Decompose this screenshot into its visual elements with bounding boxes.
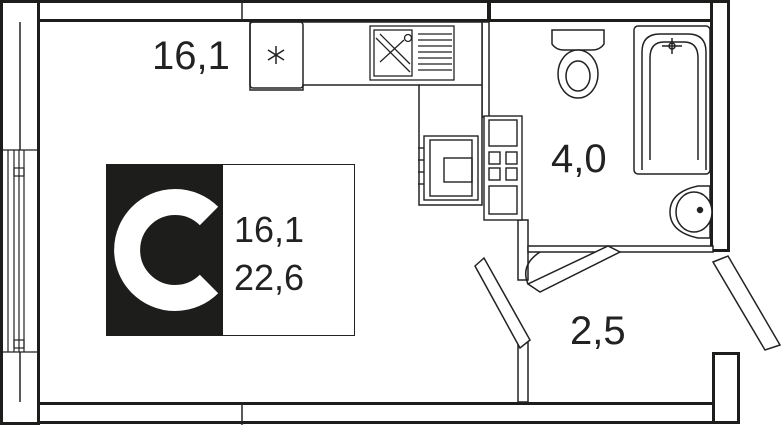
door-icon xyxy=(525,245,622,293)
entry-door-icon xyxy=(474,255,781,351)
room-label-bathroom: 4,0 xyxy=(551,137,607,181)
apartment-badge: C 16,1 22,6 xyxy=(106,164,356,336)
room-label-living: 16,1 xyxy=(152,34,230,78)
fridge-icon xyxy=(249,21,304,89)
window-icon xyxy=(3,149,40,353)
washbasin-icon xyxy=(669,185,713,239)
sink-icon xyxy=(369,25,455,81)
cabinet-icon xyxy=(483,115,523,221)
badge-frame xyxy=(223,164,355,336)
badge-living-area: 16,1 xyxy=(234,209,305,250)
toilet-icon xyxy=(551,29,605,99)
room-label-hall: 2,5 xyxy=(570,309,626,353)
badge-total-area: 22,6 xyxy=(234,257,305,298)
bathtub-icon xyxy=(633,25,711,175)
stove-icon xyxy=(418,135,479,201)
studio-mark: C xyxy=(106,164,223,336)
studio-letter-icon xyxy=(114,189,219,311)
